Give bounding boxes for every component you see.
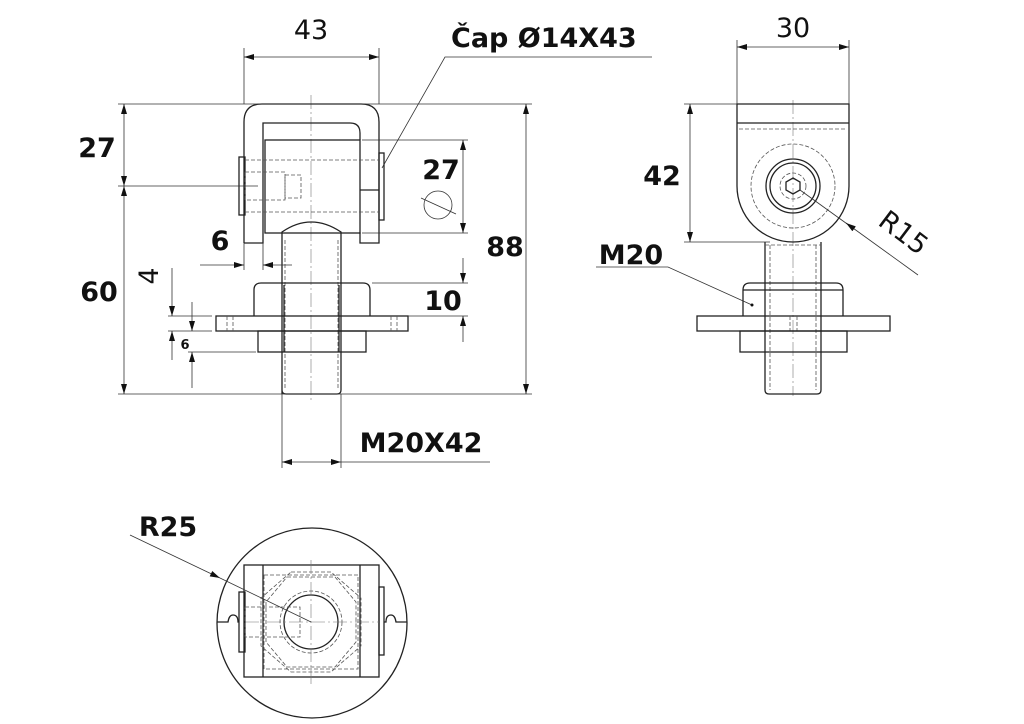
dim-total-88: 88 (486, 232, 524, 263)
dim-radius-r25: R25 (139, 512, 197, 543)
dim-radius-r15: R15 (873, 205, 934, 262)
dim-pin-27: 27 (422, 155, 460, 186)
cap-label: Čap Ø14X43 (451, 22, 637, 54)
dim-nut-10: 10 (424, 286, 462, 317)
dim-width-43: 43 (294, 15, 328, 46)
thread-label-m20: M20 (599, 240, 663, 271)
dim-gap-6: 6 (211, 226, 230, 257)
dim-washer-4: 4 (134, 267, 165, 284)
dim-height-42: 42 (643, 161, 681, 192)
dim-lower-60: 60 (80, 277, 118, 308)
side-view: 30 42 R15 M20 (596, 13, 934, 396)
front-view: 43 Čap Ø14X43 27 60 27 88 6 4 10 6 M20X4… (78, 15, 652, 468)
dim-width-30: 30 (776, 13, 810, 44)
dim-small-6: 6 (180, 338, 189, 353)
bottom-view: R25 (129, 512, 408, 719)
dim-upper-27: 27 (78, 133, 116, 164)
dim-thread-m20x42: M20X42 (360, 428, 483, 459)
